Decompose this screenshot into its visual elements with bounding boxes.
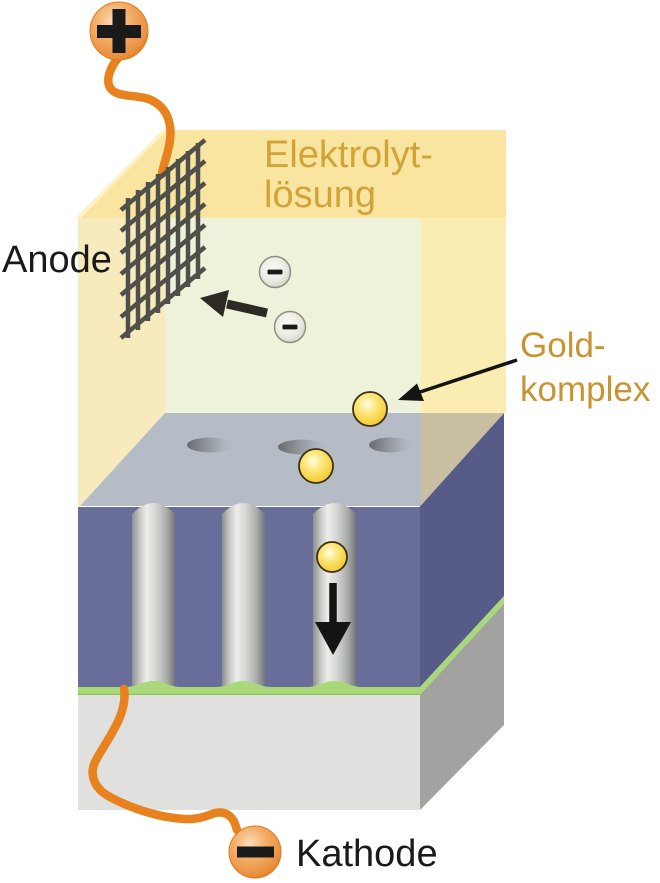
pore-channel	[222, 503, 265, 687]
electrolyte-top-face	[78, 130, 506, 218]
electrolyte-label-line1: Elektrolyt-	[264, 134, 433, 176]
plus-icon	[97, 9, 141, 53]
minus-ion-icon	[282, 324, 298, 330]
electrolyte-label-line2: lösung	[264, 174, 376, 216]
gold-complex-pointer-arrow	[398, 358, 518, 401]
gold-complex-sphere	[298, 448, 334, 484]
membrane-top-tinted-corner	[420, 413, 504, 506]
negative-terminal	[228, 825, 282, 879]
gold-complex-label-line1: Gold-	[520, 326, 606, 365]
anion	[258, 255, 292, 289]
membrane-side-face	[420, 413, 504, 687]
deposit-front-strip	[78, 681, 420, 696]
minus-icon	[237, 846, 274, 858]
anode-mesh	[119, 138, 207, 340]
membrane-block	[78, 413, 504, 687]
anion-direction-arrow	[200, 290, 268, 318]
electrolyte-box	[76, 128, 506, 506]
membrane-top-surface	[80, 413, 503, 506]
substrate-front-face	[78, 695, 420, 810]
cathode-label: Kathode	[296, 833, 438, 875]
substrate-block	[78, 604, 504, 810]
gold-complex-sphere	[352, 391, 388, 427]
anode-label: Anode	[2, 239, 112, 281]
cathode-wire	[88, 684, 242, 835]
gold-complex-label-line2: komplex	[520, 370, 651, 409]
minus-ion-icon	[267, 269, 283, 275]
gold-complex-sphere	[316, 541, 348, 573]
anode-wire	[104, 52, 175, 179]
positive-terminal	[89, 1, 149, 61]
electrolyte-corner-bevel	[76, 128, 167, 220]
deposit-side-strip	[420, 596, 504, 696]
pore-opening	[369, 437, 413, 453]
pore-channel	[132, 503, 175, 687]
anion	[273, 310, 307, 344]
pore-opening	[187, 437, 233, 453]
electrolyte-right-face	[421, 218, 506, 413]
deposition-direction-arrow	[315, 583, 351, 655]
gold-deposit-layer	[78, 596, 504, 696]
electrolyte-left-face	[78, 218, 165, 506]
substrate-side-face	[420, 604, 504, 810]
